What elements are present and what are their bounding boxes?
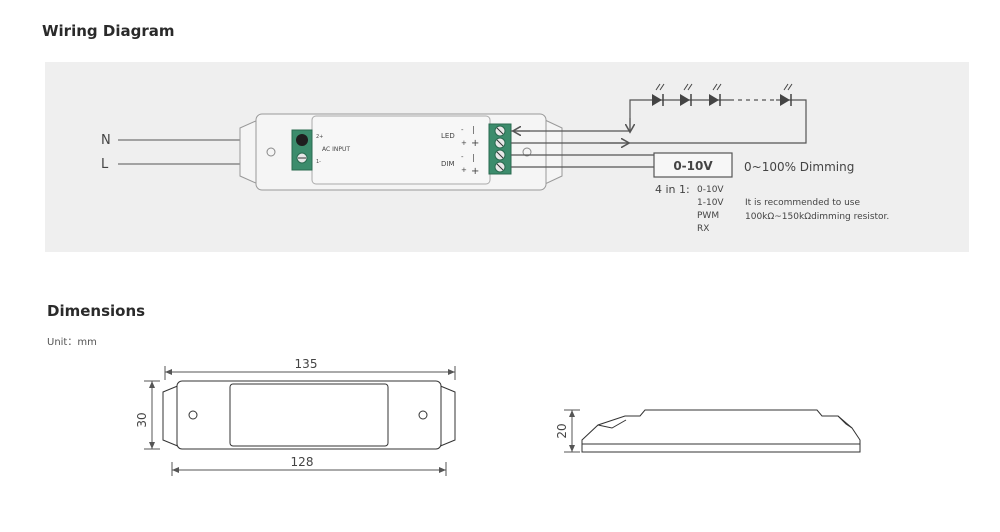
led-symbol-2 — [680, 83, 693, 106]
mode-rx: RX — [697, 224, 709, 234]
dim-minus-symbol: | — [472, 153, 475, 162]
dim-plus: + — [461, 166, 467, 174]
dimension-135 — [164, 366, 456, 380]
dimension-20-label: 20 — [555, 423, 569, 438]
mount-hole-left — [266, 147, 276, 157]
driver-housing — [239, 113, 563, 191]
mount-hole-right — [522, 147, 532, 157]
signal-box-label: 0-10V — [673, 159, 713, 173]
dim-plus-symbol: + — [471, 166, 479, 177]
dimension-128-label: 128 — [291, 455, 314, 469]
led-symbol-4 — [780, 83, 793, 106]
dim-minus: - — [461, 153, 464, 161]
led-symbol-3 — [709, 83, 722, 106]
four-in-one-label: 4 in 1: — [655, 183, 690, 196]
dimming-label: 0~100% Dimming — [744, 160, 854, 174]
terminal-l-label: L — [101, 157, 109, 172]
output-terminal — [488, 123, 512, 175]
led-minus: - — [461, 126, 464, 134]
top-view-hole-left — [188, 410, 198, 420]
side-view-drawing — [581, 409, 861, 453]
led-minus-symbol: | — [472, 125, 475, 134]
dimension-30 — [144, 380, 160, 450]
dimension-128 — [171, 462, 447, 476]
terminal-n-label: N — [101, 133, 111, 148]
dimension-30-label: 30 — [135, 412, 149, 427]
led-symbol-1 — [652, 83, 665, 106]
dim-label: DIM — [441, 160, 455, 168]
top-view-drawing — [162, 380, 456, 450]
ac-input-label: AC INPUT — [322, 146, 350, 153]
recommendation-line-1: It is recommended to use — [745, 198, 860, 208]
led-plus: + — [461, 139, 467, 147]
terminal-mark-1: 2+ — [316, 134, 323, 140]
top-view-hole-right — [418, 410, 428, 420]
dimension-20 — [564, 409, 580, 453]
led-plus-symbol: + — [471, 138, 479, 149]
signal-box — [653, 152, 733, 178]
mode-1-10v: 1-10V — [697, 198, 724, 208]
mode-pwm: PWM — [697, 211, 719, 221]
mode-0-10v: 0-10V — [697, 185, 724, 195]
led-label: LED — [441, 132, 455, 140]
ac-input-terminal — [291, 129, 313, 171]
unit-label: Unit：mm — [47, 337, 97, 348]
terminal-mark-2: 1- — [316, 159, 321, 165]
dimension-135-label: 135 — [295, 357, 318, 371]
dimensions-title: Dimensions — [47, 302, 146, 320]
wiring-diagram-title: Wiring Diagram — [42, 22, 175, 40]
recommendation-line-2: 100kΩ~150kΩdimming resistor. — [745, 212, 889, 222]
